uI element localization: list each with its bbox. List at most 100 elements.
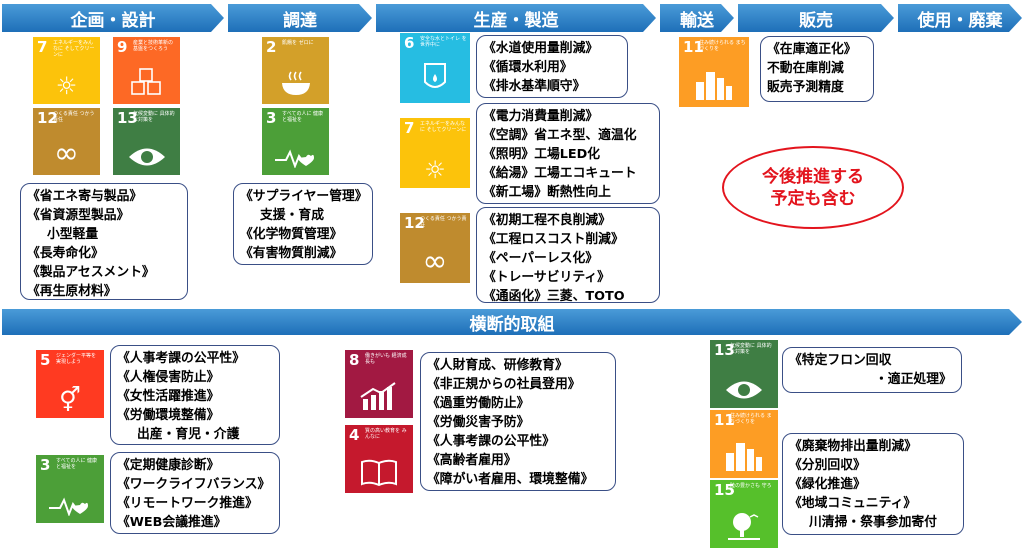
box-line: 小型軽量 (47, 227, 99, 242)
box-line: 《人財育成、研修教育》 (427, 358, 568, 373)
city-icon (726, 443, 762, 471)
cubes-icon (130, 68, 161, 95)
stage-label: 販売 (799, 10, 833, 31)
fluorocarbon-box: 《特定フロン回収 ・適正処理》 (782, 347, 962, 393)
box-line: 《労働環境整備》 (117, 408, 220, 423)
growth-icon (360, 382, 396, 410)
cross-cutting-label: 横断的取組 (469, 314, 555, 335)
procure-box: 《サプライヤー管理》 支援・育成 《化学物質管理》 《有害物質削減》 (233, 183, 373, 265)
gender-box: 《人事考課の公平性》 《人権侵害防止》 《女性活躍推進》 《労働環境整備》 出産… (110, 345, 280, 445)
box-line: 《高齢者雇用》 (427, 453, 517, 468)
heartbeat-icon (49, 497, 88, 516)
box-line: 出産・育児・介護 (137, 427, 240, 442)
box-line: 《定期健康診断》 (117, 458, 220, 473)
box-line: 《分別回収》 (789, 458, 866, 473)
box-line: 《女性活躍推進》 (117, 389, 220, 404)
box-line: 《サプライヤー管理》 (240, 189, 368, 204)
box-line: 《空調》省エネ型、適温化 (483, 128, 637, 143)
box-line: 《水道使用量削減》 (483, 41, 599, 56)
waste-box: 《廃棄物排出量削減》 《分別回収》 《緑化推進》 《地域コミュニティ》 川清掃・… (782, 433, 964, 535)
box-line: 《廃棄物排出量削減》 (789, 439, 917, 454)
stage-label: 企画・設計 (70, 10, 156, 31)
box-line: 《新工場》断熱性向上 (483, 185, 611, 200)
design-box: 《省エネ寄与製品》 《省資源型製品》 小型軽量 《長寿命化》 《製品アセスメント… (20, 183, 188, 300)
eye-icon (726, 381, 762, 399)
gender-icon: ⚥ (59, 386, 81, 414)
box-line: 《リモートワーク推進》 (117, 496, 258, 511)
stage-arrow-sales: 販売 (738, 4, 894, 32)
hr-box: 《人財育成、研修教育》 《非正規からの社員登用》 《過重労働防止》 《労働災害予… (420, 352, 616, 491)
heartbeat-icon (274, 149, 314, 168)
stage-arrow-procure: 調達 (228, 4, 372, 32)
box-line: 《人事考課の公平性》 (117, 351, 245, 366)
box-line: 《長寿命化》 (27, 246, 104, 261)
box-line: 《給湯》工場エコキュート (483, 166, 637, 181)
process-box: 《初期工程不良削減》 《工程ロスコスト削減》 《ペーパーレス化》 《トレーサビリ… (476, 207, 660, 304)
stage-label: 使用・廃棄 (917, 10, 1003, 31)
cross-cutting-banner: 横断的取組 (2, 309, 1022, 335)
box-line: 販売予測精度 (767, 80, 844, 95)
infinity-icon: ∞ (422, 244, 448, 279)
stage-label: 調達 (283, 10, 317, 31)
stage-arrow-design: 企画・設計 (2, 4, 224, 32)
box-line: 《地域コミュニティ》 (789, 496, 917, 511)
box-line: ・適正処理》 (875, 372, 952, 387)
box-line: 《非正規からの社員登用》 (427, 377, 581, 392)
note-line: 今後推進する (762, 166, 864, 187)
box-line: 川清掃・祭事参加寄付 (809, 515, 937, 530)
book-icon (361, 459, 397, 486)
eye-icon (128, 148, 165, 166)
box-line: 《労働災害予防》 (427, 415, 530, 430)
box-line: 《工程ロスコスト削減》 (483, 232, 624, 247)
box-line: 《排水基準順守》 (483, 79, 586, 94)
box-line: 《循環水利用》 (483, 60, 573, 75)
box-line: 《過重労働防止》 (427, 396, 530, 411)
city-icon (696, 72, 732, 100)
box-line: 《在庫適正化》 (767, 42, 857, 57)
sun-icon: ☼ (424, 156, 446, 184)
box-line: 《特定フロン回収 (789, 353, 892, 368)
future-plan-note: 今後推進する 予定も含む (722, 146, 904, 229)
box-line: 《照明》工場LED化 (483, 147, 601, 162)
energy-box: 《電力消費量削減》 《空調》省エネ型、適温化 《照明》工場LED化 《給湯》工場… (476, 103, 660, 204)
box-line: 《初期工程不良削減》 (483, 213, 611, 228)
box-line: 《WEB会議推進》 (117, 515, 227, 530)
tree-icon (728, 513, 760, 540)
box-line: 支援・育成 (260, 208, 324, 223)
box-line: 《省エネ寄与製品》 (27, 189, 143, 204)
box-line: 《人権侵害防止》 (117, 370, 220, 385)
stage-arrow-production: 生産・製造 (376, 4, 656, 32)
box-line: 《障がい者雇用、環境整備》 (427, 472, 594, 487)
box-line: 《ワークライフバランス》 (117, 477, 271, 492)
box-line: 《ペーパーレス化》 (483, 251, 599, 266)
box-line: 《有害物質削減》 (240, 246, 343, 261)
bowl-icon (281, 71, 310, 95)
sales-box: 《在庫適正化》 不動在庫削減 販売予測精度 (760, 36, 874, 102)
box-line: 《緑化推進》 (789, 477, 866, 492)
note-line: 予定も含む (770, 188, 856, 209)
box-line: 《通函化》三菱、TOTO (483, 289, 625, 304)
water-icon (424, 63, 446, 88)
box-line: 《人事考課の公平性》 (427, 434, 555, 449)
box-line: 《省資源型製品》 (27, 208, 130, 223)
box-line: 不動在庫削減 (767, 61, 844, 76)
stage-label: 生産・製造 (473, 10, 559, 31)
box-line: 《再生原材料》 (27, 284, 117, 299)
sun-icon: ☼ (55, 72, 78, 100)
water-box: 《水道使用量削減》 《循環水利用》 《排水基準順守》 (476, 35, 628, 98)
